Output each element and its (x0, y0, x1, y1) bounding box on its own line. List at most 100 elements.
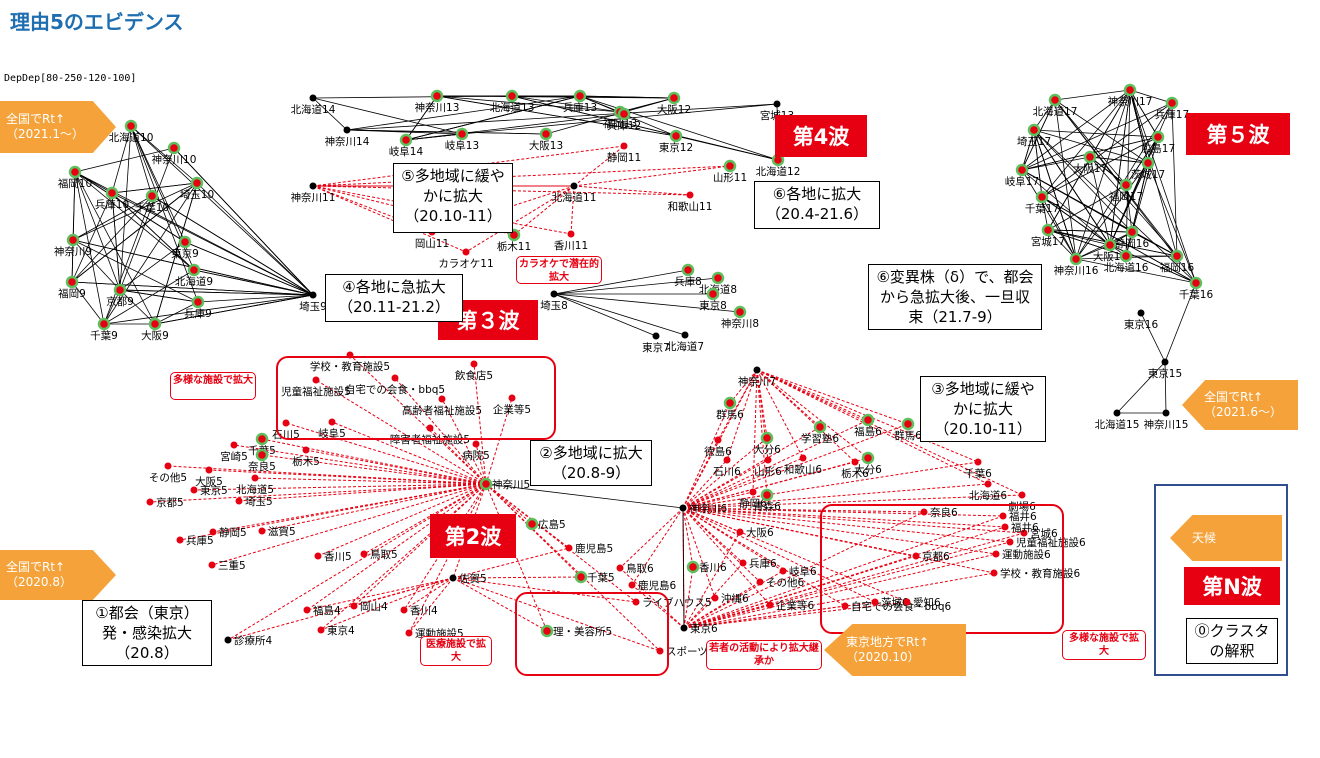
cluster-node (430, 89, 444, 103)
cluster-node (1035, 190, 1049, 204)
node-label: 静岡6 (739, 497, 767, 510)
cluster-node (990, 569, 998, 577)
spread-edge (682, 459, 769, 509)
network-edge (436, 95, 677, 137)
cluster-node (148, 317, 162, 331)
cluster-node (105, 186, 119, 200)
spread-edge (573, 185, 691, 196)
cluster-node (230, 441, 238, 449)
network-edge (154, 301, 199, 325)
cluster-node (208, 561, 216, 569)
spread-edge (312, 185, 467, 253)
node-label: 兵庫10 (95, 198, 129, 211)
cluster-node (1006, 538, 1014, 546)
network-edge (111, 192, 121, 291)
network-edge (1129, 89, 1173, 104)
arrow-national-2020-8: 全国でRt↑（2020.8） (0, 550, 116, 600)
legend-frame (1154, 484, 1288, 676)
arrow-weather: 天候 (1170, 515, 1282, 561)
cluster-node (462, 248, 470, 256)
network-edge (119, 125, 132, 291)
node-label: 群馬6 (894, 429, 922, 442)
cluster-node (617, 107, 631, 121)
cluster-node (779, 567, 787, 575)
spread-edge (683, 531, 741, 629)
network-edge (1129, 89, 1149, 164)
cluster-node (723, 396, 737, 410)
network-edge (130, 125, 153, 197)
medical-cluster-frame (515, 592, 669, 676)
spread-edge (683, 541, 1011, 629)
node-label: 児童福祉施設6 (1016, 536, 1086, 549)
spread-edge (682, 426, 821, 509)
cluster-node (711, 594, 719, 602)
node-label: 兵庫8 (674, 275, 702, 288)
node-label: 和歌山11 (668, 200, 713, 213)
node-label: 石川6 (713, 466, 741, 478)
node-label: 鹿児島6 (638, 579, 676, 592)
node-label: 神奈川17 (1108, 95, 1153, 108)
network-edge (346, 103, 778, 131)
cluster-node (667, 91, 681, 105)
node-label: 病院5 (462, 449, 490, 462)
cluster-node (565, 544, 573, 552)
spread-edge (682, 507, 1006, 528)
spread-edge (619, 507, 684, 569)
node-label: 京都9 (106, 295, 134, 308)
node-label: 徳島6 (704, 445, 732, 458)
node-label: 鳥取5 (370, 548, 398, 561)
spread-edge (349, 354, 487, 485)
spread-edge (452, 577, 661, 652)
network-edge (130, 125, 314, 296)
network-edge (71, 195, 153, 283)
cluster-node (680, 624, 688, 632)
cluster-node (679, 504, 687, 512)
cluster-node (65, 275, 79, 289)
network-edge (405, 113, 625, 141)
cluster-node (851, 458, 859, 466)
node-label: 東京12 (659, 141, 693, 154)
node-label: 福岡17 (1109, 190, 1143, 203)
node-label: 千葉6 (964, 467, 992, 480)
node-label: 東京7 (642, 341, 670, 354)
node-label: 自宅での会食・bbq5 (345, 383, 445, 396)
spread-edge (682, 507, 1025, 534)
spread-edge (683, 566, 694, 629)
node-label: 岐阜14 (389, 145, 424, 158)
node-label: 福井6 (1009, 510, 1037, 523)
cluster-node (224, 636, 232, 644)
spread-edge (682, 507, 876, 603)
spread-edge (233, 444, 487, 485)
network-edge (1164, 361, 1167, 414)
cluster-node (1123, 83, 1137, 97)
cluster-node (766, 601, 774, 609)
network-edge (111, 192, 314, 296)
cluster-node (539, 127, 553, 141)
cluster-node (426, 424, 434, 432)
spread-edge (756, 369, 769, 461)
node-label: 大阪13 (529, 139, 563, 152)
cluster-node (146, 498, 154, 506)
annotation-5: ⑤多地域に緩やかに拡大（20.10-11） (393, 163, 513, 233)
network-edge (184, 241, 314, 296)
spread-edge (261, 483, 487, 532)
spread-edge (149, 483, 487, 503)
network-edge (103, 269, 195, 325)
node-label: 静岡11 (607, 151, 641, 164)
network-edge (1047, 184, 1127, 231)
spread-edge (682, 437, 768, 509)
cluster-node (449, 574, 457, 582)
node-label: 東京4 (327, 624, 355, 637)
network-edge (1041, 196, 1077, 260)
spread-edge (331, 421, 487, 485)
node-label: 学校・教育施設6 (1000, 567, 1080, 580)
cluster-node (760, 431, 774, 445)
cluster-node (1125, 225, 1139, 239)
cluster-node (861, 413, 875, 427)
network-edge (1041, 196, 1197, 284)
note-facilities-6: 多様な施設で拡大 (1062, 630, 1146, 660)
node-label: 大阪17 (1073, 162, 1107, 175)
spread-edge (683, 511, 925, 629)
cluster-node (1165, 96, 1179, 110)
